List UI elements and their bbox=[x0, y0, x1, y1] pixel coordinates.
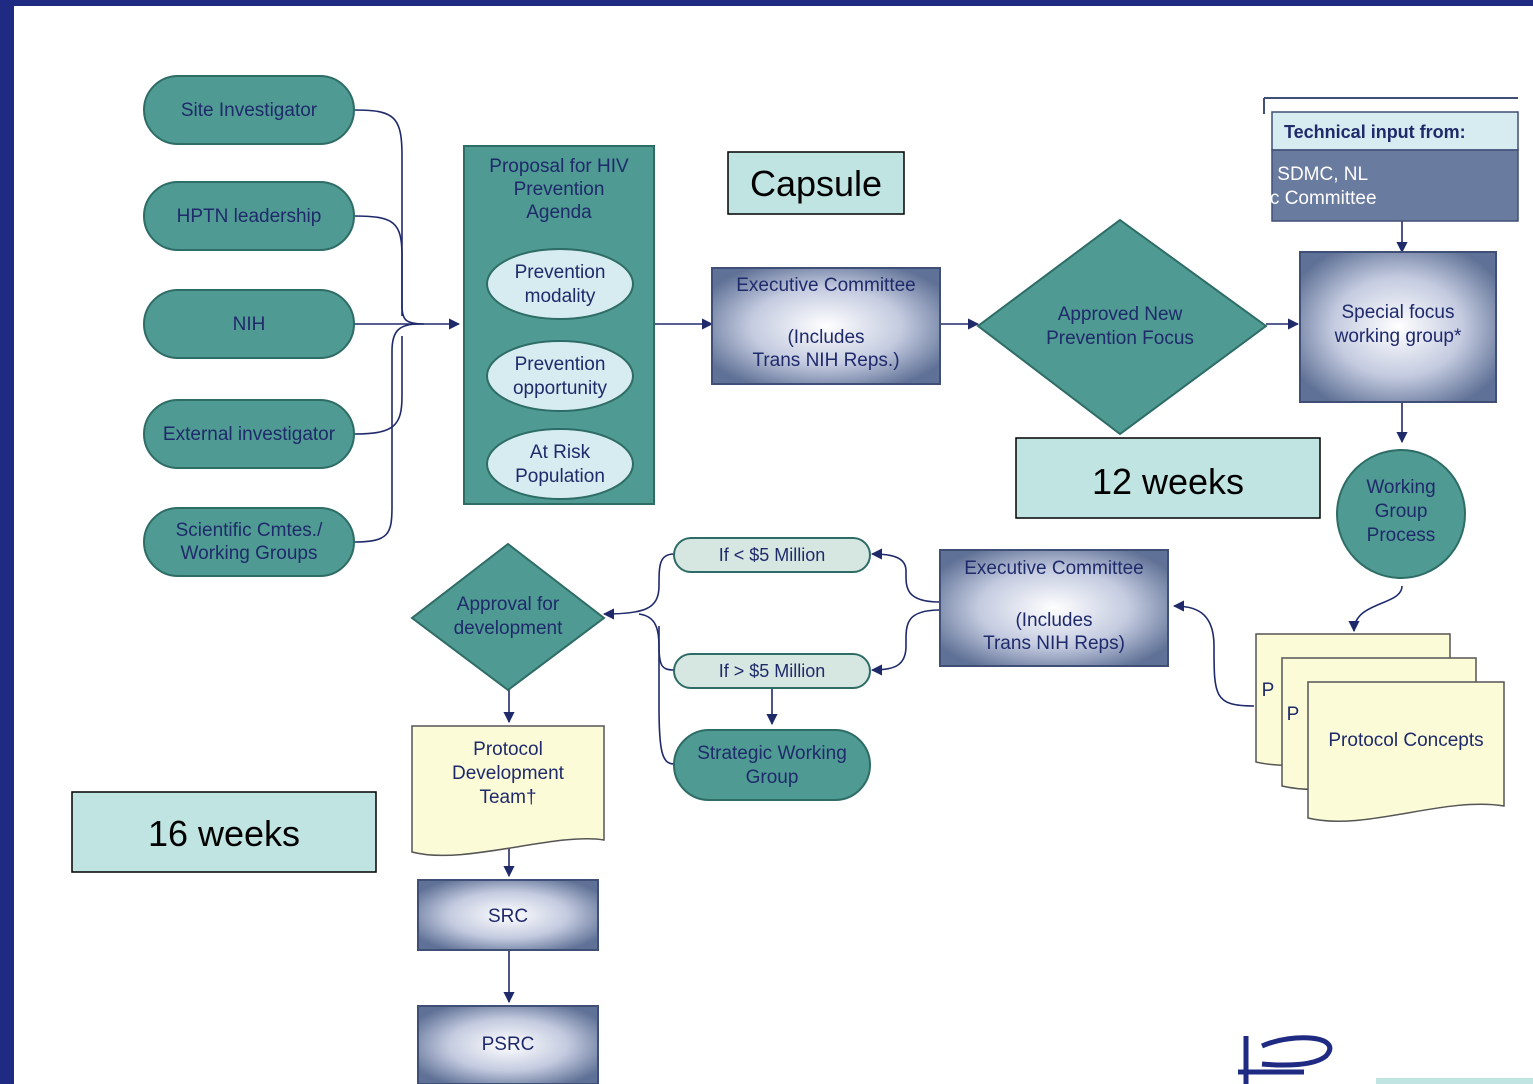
source-site-investigator: Site Investigator bbox=[143, 75, 355, 145]
technical-input-box: Technical input from: • CORE, SDMC, NL •… bbox=[1191, 97, 1519, 222]
svg-text:Prevention: Prevention bbox=[515, 354, 606, 375]
svg-text:NIH: NIH bbox=[233, 314, 266, 335]
executive-committee-top: Executive Committee (Includes Trans NIH … bbox=[711, 267, 941, 385]
svg-text:External investigator: External investigator bbox=[163, 424, 336, 445]
svg-text:Capsule: Capsule bbox=[750, 163, 882, 204]
source-nih: NIH bbox=[143, 289, 355, 359]
svg-text:Strategic Working: Strategic Working bbox=[697, 743, 847, 764]
psrc-box: PSRC bbox=[417, 1005, 599, 1084]
svg-text:HPTN leadership: HPTN leadership bbox=[177, 206, 322, 227]
svg-text:opportunity: opportunity bbox=[513, 378, 608, 399]
connectors bbox=[353, 109, 1408, 1004]
svg-text:Agenda: Agenda bbox=[526, 202, 592, 223]
svg-text:Site Investigator: Site Investigator bbox=[181, 100, 318, 121]
strategic-working-group: Strategic Working Group bbox=[673, 729, 871, 801]
svg-text:Development: Development bbox=[452, 763, 565, 784]
src-box: SRC bbox=[417, 879, 599, 951]
twelve-weeks-label: 12 weeks bbox=[1015, 437, 1321, 519]
svg-text:Protocol: Protocol bbox=[473, 739, 543, 760]
svg-text:Proposal for HIV: Proposal for HIV bbox=[489, 156, 629, 177]
svg-text:Special focus: Special focus bbox=[1341, 302, 1454, 323]
svg-text:Technical input from:: Technical input from: bbox=[1284, 122, 1466, 142]
svg-text:Group: Group bbox=[746, 767, 799, 788]
capsule-label: Capsule bbox=[727, 151, 905, 215]
svg-text:Prevention Focus: Prevention Focus bbox=[1046, 328, 1194, 349]
approved-prevention-focus-diamond: Approved New Prevention Focus bbox=[976, 218, 1268, 436]
svg-text:• CORE, SDMC, NL: • CORE, SDMC, NL bbox=[1200, 164, 1368, 185]
prevention-modality-oval: Prevention modality bbox=[486, 248, 634, 320]
svg-text:If < $5 Million: If < $5 Million bbox=[719, 545, 826, 565]
svg-text:P: P bbox=[1287, 704, 1300, 725]
svg-text:16 weeks: 16 weeks bbox=[148, 813, 300, 854]
at-risk-population-oval: At Risk Population bbox=[486, 428, 634, 500]
svg-text:modality: modality bbox=[525, 286, 596, 307]
svg-text:working group*: working group* bbox=[1334, 326, 1462, 347]
svg-text:Team†: Team† bbox=[479, 787, 536, 808]
condition-over-5-million: If > $5 Million bbox=[673, 653, 871, 689]
protocol-development-team-doc: Protocol Development Team† bbox=[411, 725, 605, 857]
svg-text:Executive Committee: Executive Committee bbox=[964, 558, 1144, 579]
svg-text:P: P bbox=[1262, 680, 1275, 701]
svg-text:Process: Process bbox=[1367, 525, 1436, 546]
svg-text:If > $5 Million: If > $5 Million bbox=[719, 661, 826, 681]
hptn-logo-fragment bbox=[1238, 1035, 1533, 1084]
svg-text:PSRC: PSRC bbox=[482, 1034, 535, 1055]
svg-text:(Includes: (Includes bbox=[1015, 610, 1092, 631]
working-group-process-circle: Working Group Process bbox=[1336, 449, 1466, 579]
svg-text:Protocol Concepts: Protocol Concepts bbox=[1328, 730, 1483, 751]
sixteen-weeks-label: 16 weeks bbox=[71, 791, 377, 873]
svg-text:(Includes: (Includes bbox=[787, 327, 864, 348]
svg-text:Working: Working bbox=[1366, 477, 1435, 498]
special-focus-working-group: Special focus working group* bbox=[1299, 251, 1497, 403]
svg-text:Approval for: Approval for bbox=[457, 594, 560, 615]
svg-text:development: development bbox=[454, 618, 564, 639]
flowchart: Site Investigator HPTN leadership NIH Ex… bbox=[71, 75, 1533, 1084]
svg-text:12 weeks: 12 weeks bbox=[1092, 461, 1244, 502]
proposal-box: Proposal for HIV Prevention Agenda Preve… bbox=[463, 145, 655, 505]
svg-text:Group: Group bbox=[1375, 501, 1428, 522]
svg-text:Prevention: Prevention bbox=[514, 179, 605, 200]
executive-committee-bottom: Executive Committee (Includes Trans NIH … bbox=[939, 549, 1169, 667]
condition-under-5-million: If < $5 Million bbox=[673, 537, 871, 573]
svg-text:SRC: SRC bbox=[488, 906, 528, 927]
protocol-concepts-stack: P P Protocol Concepts bbox=[1255, 633, 1505, 822]
source-hptn-leadership: HPTN leadership bbox=[143, 181, 355, 251]
svg-text:• Scientific Committee: • Scientific Committee bbox=[1191, 188, 1376, 209]
svg-text:Prevention: Prevention bbox=[515, 262, 606, 283]
source-scientific-committees: Scientific Cmtes./ Working Groups bbox=[143, 507, 355, 577]
svg-text:Approved New: Approved New bbox=[1058, 304, 1183, 325]
slide-canvas: Site Investigator HPTN leadership NIH Ex… bbox=[14, 6, 1533, 1084]
approval-for-development-diamond: Approval for development bbox=[410, 542, 606, 692]
svg-text:At Risk: At Risk bbox=[530, 442, 591, 463]
svg-text:Scientific Cmtes./: Scientific Cmtes./ bbox=[176, 520, 323, 541]
source-external-investigator: External investigator bbox=[143, 399, 355, 469]
svg-text:Trans NIH Reps.): Trans NIH Reps.) bbox=[752, 350, 899, 371]
svg-text:Population: Population bbox=[515, 466, 605, 487]
svg-text:Trans NIH Reps): Trans NIH Reps) bbox=[983, 633, 1125, 654]
svg-text:Executive Committee: Executive Committee bbox=[736, 275, 916, 296]
svg-text:Working Groups: Working Groups bbox=[181, 543, 318, 564]
prevention-opportunity-oval: Prevention opportunity bbox=[486, 340, 634, 412]
